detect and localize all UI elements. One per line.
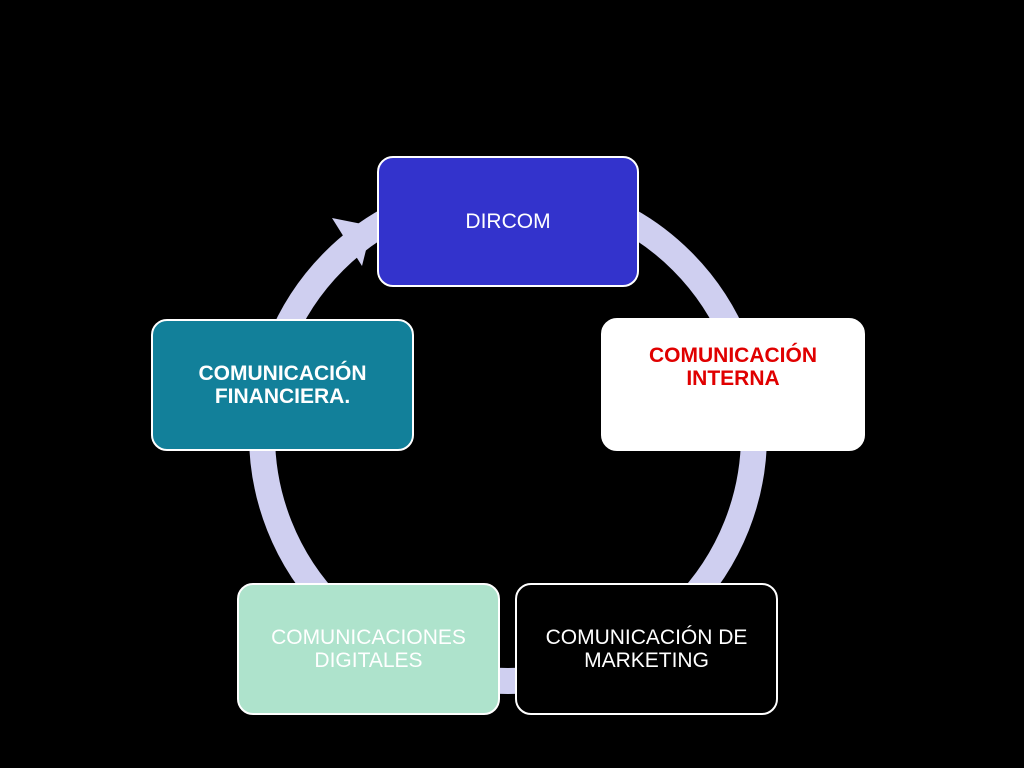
node-comunicacion-interna-label: COMUNICACIÓN INTERNA bbox=[649, 344, 817, 391]
node-comunicacion-marketing: COMUNICACIÓN DE MARKETING bbox=[515, 583, 778, 715]
node-comunicacion-marketing-label: COMUNICACIÓN DE MARKETING bbox=[545, 625, 748, 672]
cycle-arrowhead-icon bbox=[332, 218, 372, 266]
node-comunicacion-financiera: COMUNICACIÓN FINANCIERA. bbox=[151, 319, 414, 451]
node-comunicacion-interna: COMUNICACIÓN INTERNA bbox=[601, 318, 865, 451]
node-dircom-label: DIRCOM bbox=[465, 210, 551, 233]
node-comunicaciones-digitales: COMUNICACIONES DIGITALES bbox=[237, 583, 500, 715]
node-dircom: DIRCOM bbox=[377, 156, 639, 287]
node-comunicacion-financiera-label: COMUNICACIÓN FINANCIERA. bbox=[198, 361, 367, 408]
node-comunicaciones-digitales-label: COMUNICACIONES DIGITALES bbox=[271, 625, 466, 672]
